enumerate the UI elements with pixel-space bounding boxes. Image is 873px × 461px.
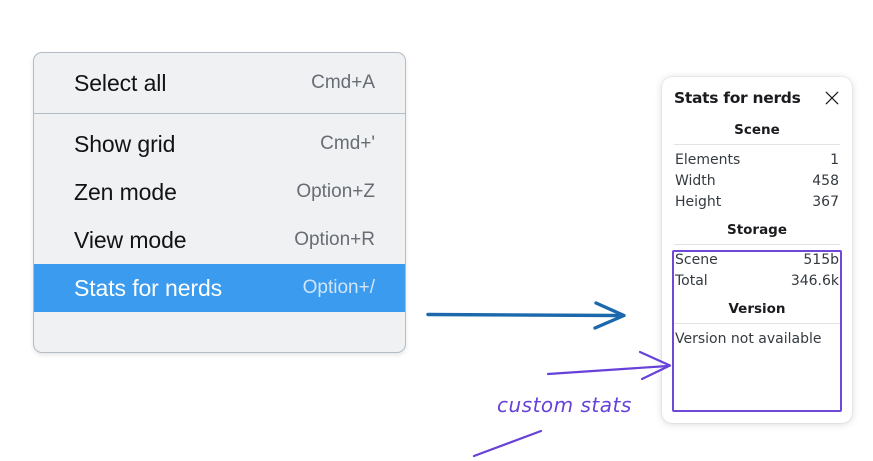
version-value: Version not available — [675, 331, 822, 347]
purple-underline-stroke — [472, 429, 543, 458]
stats-panel-header: Stats for nerds — [673, 89, 841, 107]
stat-value: 1 — [830, 151, 839, 168]
canvas-context-menu[interactable]: Select all Cmd+A Show grid Cmd+' Zen mod… — [33, 52, 406, 353]
stat-key: Height — [675, 193, 722, 210]
stats-section-version: Version Version not available — [673, 300, 841, 350]
menu-item-label: Stats for nerds — [74, 274, 223, 301]
stats-panel-body: Stats for nerds Scene Elements 1 Width 4… — [662, 77, 852, 350]
menu-divider — [34, 113, 405, 114]
menu-item-shortcut: Option+Z — [296, 181, 375, 202]
close-icon[interactable] — [824, 90, 840, 106]
menu-item-zen-mode[interactable]: Zen mode Option+Z — [34, 168, 405, 216]
stats-section-storage: Storage Scene 515b Total 346.6k — [673, 221, 841, 291]
stats-panel-title: Stats for nerds — [674, 89, 801, 107]
stat-value: 346.6k — [790, 272, 839, 289]
section-heading-storage: Storage — [726, 222, 788, 238]
stat-row-elements: Elements 1 — [673, 149, 841, 170]
stat-row-height: Height 367 — [673, 191, 841, 212]
menu-item-label: Zen mode — [74, 178, 177, 205]
section-heading-scene: Scene — [734, 122, 780, 138]
stat-value: 367 — [812, 193, 839, 210]
stat-row-scene-size: Scene 515b — [673, 249, 841, 270]
blue-arrow — [426, 301, 626, 330]
stat-row-total-size: Total 346.6k — [673, 270, 841, 291]
section-divider — [674, 244, 840, 245]
section-heading-version: Version — [728, 301, 786, 317]
section-divider — [674, 323, 840, 324]
stat-row-width: Width 458 — [673, 170, 841, 191]
stat-key: Width — [675, 172, 716, 189]
stat-key: Elements — [675, 151, 741, 168]
menu-item-shortcut: Cmd+A — [311, 72, 375, 93]
stat-value: 515b — [803, 251, 839, 268]
stat-value: 458 — [812, 172, 839, 189]
menu-item-shortcut: Option+R — [294, 229, 375, 250]
menu-item-label: Select all — [74, 69, 167, 96]
stats-section-scene: Scene Elements 1 Width 458 Height 367 — [673, 121, 841, 212]
menu-group-1: Select all Cmd+A — [34, 53, 405, 113]
menu-item-stats-for-nerds[interactable]: Stats for nerds Option+/ — [34, 264, 405, 312]
menu-item-select-all[interactable]: Select all Cmd+A — [34, 59, 405, 107]
menu-item-label: View mode — [74, 226, 187, 253]
stats-for-nerds-panel[interactable]: Stats for nerds Scene Elements 1 Width 4… — [662, 77, 852, 423]
handwritten-annotation-label: custom stats — [497, 393, 632, 417]
stat-key: Scene — [675, 251, 718, 268]
menu-item-shortcut: Option+/ — [302, 277, 375, 298]
purple-arrow — [546, 350, 672, 381]
stat-key: Total — [675, 272, 708, 289]
menu-group-2: Show grid Cmd+' Zen mode Option+Z View m… — [34, 114, 405, 318]
menu-item-shortcut: Cmd+' — [320, 133, 375, 154]
menu-item-label: Show grid — [74, 130, 176, 157]
menu-item-view-mode[interactable]: View mode Option+R — [34, 216, 405, 264]
menu-item-show-grid[interactable]: Show grid Cmd+' — [34, 120, 405, 168]
section-divider — [674, 144, 840, 145]
